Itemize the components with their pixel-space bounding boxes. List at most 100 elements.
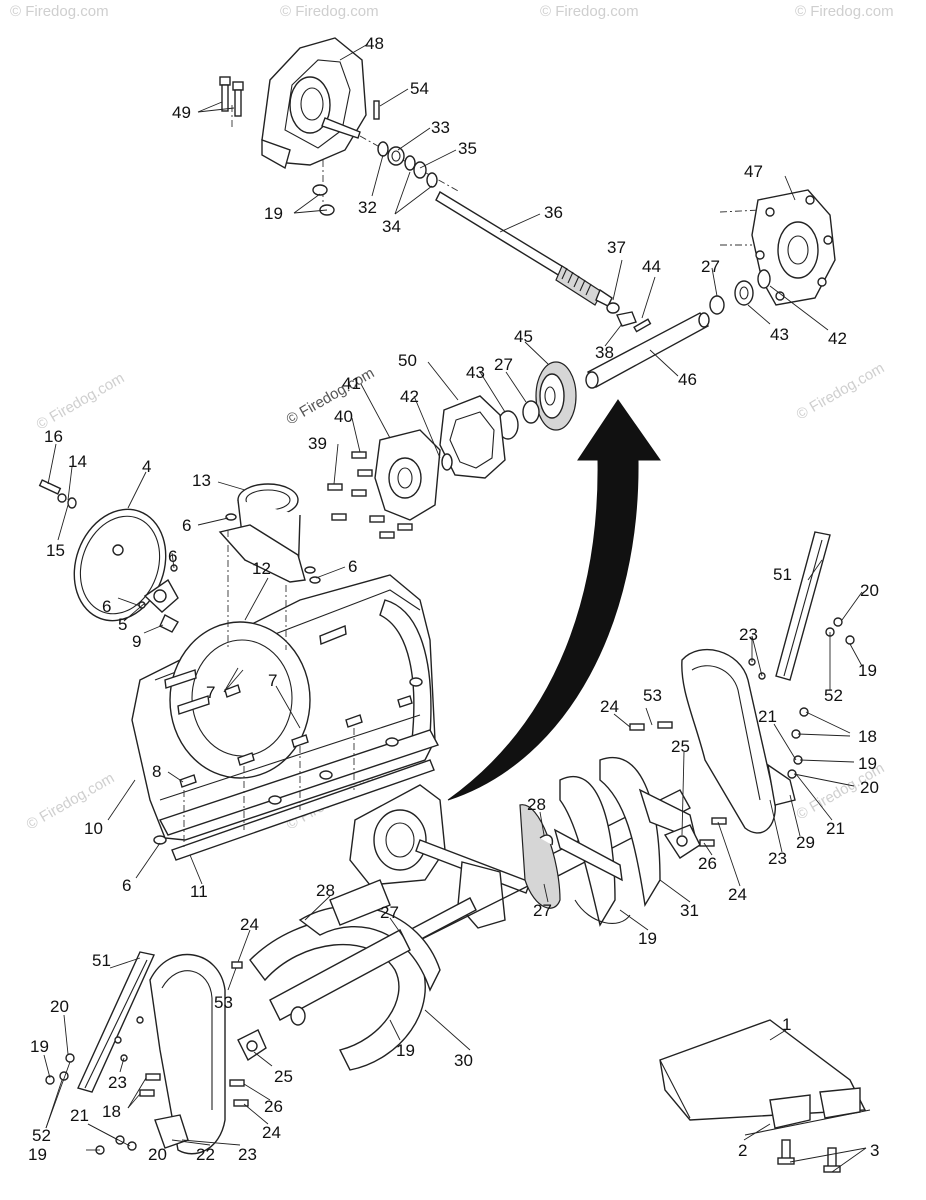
callout-54: 53 [643, 686, 662, 705]
callout-19: 19 [396, 1041, 415, 1060]
callout-19: 19 [30, 1037, 49, 1056]
pulley-cover [73, 508, 167, 622]
gasket [439, 395, 506, 479]
bearing [734, 280, 754, 306]
callout-35: 35 [458, 139, 477, 158]
callout-45: 45 [514, 327, 533, 346]
callout-12: 12 [252, 559, 271, 578]
pin [373, 100, 380, 120]
side-plate-right [681, 649, 776, 834]
callout-26: 25 [274, 1067, 293, 1086]
callout-41: 41 [342, 374, 361, 393]
worm-shaft [435, 191, 613, 307]
callout-18: 18 [858, 727, 877, 746]
callout-52: 51 [773, 565, 792, 584]
nut-group [153, 513, 423, 845]
callout-23: 23 [739, 625, 758, 644]
callout-53: 52 [32, 1126, 51, 1145]
seal [757, 269, 771, 289]
bearing-stack [377, 141, 438, 188]
callout-42: 42 [828, 329, 847, 348]
callout-47: 47 [744, 162, 763, 181]
callout-22: 22 [196, 1145, 215, 1164]
callout-1: 1 [782, 1015, 791, 1034]
callout-24: 24 [600, 697, 619, 716]
callout-19: 19 [28, 1145, 47, 1164]
callout-18: 18 [102, 1102, 121, 1121]
chute-adapter [218, 483, 306, 583]
seal [441, 453, 453, 471]
callout-44: 44 [642, 257, 661, 276]
callout-24: 24 [728, 885, 747, 904]
callout-6: 6 [182, 516, 191, 535]
watermark: © Firedog.com [795, 3, 894, 20]
callout-11: 11 [190, 882, 208, 901]
callout-29: 29 [796, 833, 815, 852]
washer [709, 295, 725, 315]
callout-7: 7 [268, 671, 277, 690]
callout-21: 21 [826, 819, 845, 838]
callout-21: 21 [70, 1106, 89, 1125]
callout-9: 9 [132, 632, 141, 651]
callout-6: 6 [102, 597, 111, 616]
callout-27: 27 [494, 355, 513, 374]
callout-23: 23 [108, 1073, 127, 1092]
callout-24: 24 [262, 1123, 281, 1142]
callout-26: 25 [671, 737, 690, 756]
callout-19: 19 [858, 661, 877, 680]
bolt [539, 834, 554, 846]
callout-52: 51 [92, 951, 111, 970]
bolt-group [327, 451, 413, 539]
callout-16: 16 [44, 427, 63, 446]
watermark: © Firedog.com [540, 3, 639, 20]
bearing-flange [143, 578, 179, 613]
callout-37: 37 [607, 238, 626, 257]
callout-27: 27 [533, 901, 552, 920]
callout-labels: 48 49 54 33 35 19 32 34 36 37 44 27 47 4… [28, 34, 879, 1164]
dash-lines [183, 530, 355, 850]
callout-53: 52 [824, 686, 843, 705]
callout-3: 3 [870, 1141, 879, 1160]
callout-48: 48 [365, 34, 384, 53]
callout-46: 46 [678, 370, 697, 389]
callout-42: 42 [400, 387, 419, 406]
callout-50: 50 [398, 351, 417, 370]
callout-20: 20 [860, 581, 879, 600]
callout-36: 36 [544, 203, 563, 222]
callout-15: 15 [46, 541, 65, 560]
callout-51: 54 [410, 79, 429, 98]
auger-left [249, 879, 441, 1071]
callout-10: 10 [84, 819, 103, 838]
callout-27: 27 [380, 903, 399, 922]
carriage-bolts [179, 684, 413, 788]
callout-23: 23 [768, 849, 787, 868]
auger-right [519, 757, 697, 927]
callout-49: 49 [172, 103, 191, 122]
callout-19: 19 [264, 204, 283, 223]
callout-19: 19 [858, 754, 877, 773]
callout-30: 30 [454, 1051, 473, 1070]
callout-7: 7 [206, 683, 215, 702]
callout-2: 2 [738, 1141, 747, 1160]
callout-21: 21 [758, 707, 777, 726]
shipping-box-inset [659, 1019, 871, 1173]
gearbox-cover [719, 189, 836, 306]
watermark: © Firedog.com [34, 369, 128, 433]
gearbox-housing-top [231, 37, 461, 210]
callout-32: 32 [358, 198, 377, 217]
watermark: © Firedog.com [24, 769, 118, 833]
hardware-left [45, 961, 249, 1155]
callout-8: 8 [152, 762, 161, 781]
skid-shoe-left [77, 951, 155, 1093]
callout-54: 53 [214, 993, 233, 1012]
callout-27: 27 [701, 257, 720, 276]
assembly-arrow [447, 399, 661, 801]
scraper-bar [171, 759, 435, 861]
washer [57, 493, 67, 503]
callout-20: 20 [148, 1145, 167, 1164]
side-plate-left [149, 953, 226, 1155]
callout-39: 39 [308, 434, 327, 453]
callout-20: 20 [860, 778, 879, 797]
washer [67, 497, 77, 509]
bolt-pair [219, 76, 244, 117]
